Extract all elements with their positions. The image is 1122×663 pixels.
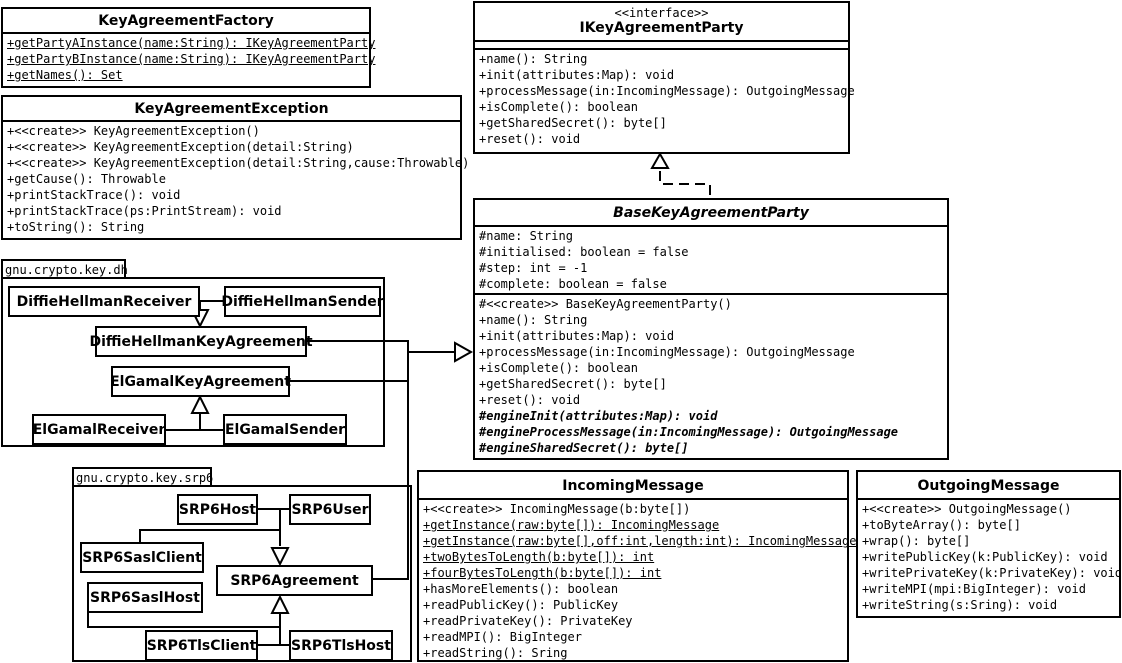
attribute: #complete: boolean = false bbox=[479, 277, 667, 291]
operation: +getPartyAInstance(name:String): IKeyAgr… bbox=[7, 36, 376, 50]
generalization-arrowhead-base bbox=[454, 341, 474, 363]
class-srp6-agreement: SRP6Agreement bbox=[216, 565, 373, 596]
srp6-gen-line-top bbox=[258, 508, 281, 546]
class-elgamal-receiver: ElGamalReceiver bbox=[32, 414, 166, 445]
attributes-compartment bbox=[475, 40, 848, 48]
operation: +readPublicKey(): PublicKey bbox=[423, 598, 619, 612]
class-diffie-hellman-key-agreement: DiffieHellmanKeyAgreement bbox=[89, 326, 313, 357]
operation: +writeMPI(mpi:BigInteger): void bbox=[862, 582, 1086, 596]
class-name: IncomingMessage bbox=[562, 478, 704, 494]
package-tab-srp6: gnu.crypto.key.srp6 bbox=[72, 467, 213, 487]
operations-compartment: +<<create>> OutgoingMessage() +toByteArr… bbox=[858, 498, 1122, 614]
class-outgoing-message: OutgoingMessage +<<create>> OutgoingMess… bbox=[856, 470, 1122, 618]
operation: +wrap(): byte[] bbox=[862, 534, 971, 548]
operation: +readPrivateKey(): PrivateKey bbox=[423, 614, 633, 628]
operation: +toByteArray(): byte[] bbox=[862, 518, 1021, 532]
interface-ikey-agreement-party: <<interface>> IKeyAgreementParty +name()… bbox=[473, 1, 855, 154]
class-diffie-hellman-receiver: DiffieHellmanReceiver bbox=[8, 286, 200, 317]
class-diffie-hellman-sender: DiffieHellmanSender bbox=[221, 286, 384, 317]
operation: #<<create>> BaseKeyAgreementParty() bbox=[479, 297, 732, 311]
static-operation: +twoBytesToLength(b:byte[]): int bbox=[423, 550, 655, 564]
attributes-compartment: #name: String #initialised: boolean = fa… bbox=[475, 225, 947, 293]
operation: +getNames(): Set bbox=[7, 68, 123, 82]
operations-compartment: +<<create>> KeyAgreementException() +<<c… bbox=[3, 120, 470, 236]
abstract-operation: #engineProcessMessage(in:IncomingMessage… bbox=[479, 425, 899, 439]
realization-line bbox=[659, 166, 711, 195]
class-key-agreement-factory: KeyAgreementFactory +getPartyAInstance(n… bbox=[1, 7, 376, 88]
operations-compartment: +getPartyAInstance(name:String): IKeyAgr… bbox=[3, 32, 376, 84]
operation: +processMessage(in:IncomingMessage): Out… bbox=[479, 345, 855, 359]
class-name: OutgoingMessage bbox=[917, 478, 1060, 494]
operation: +printStackTrace(ps:PrintStream): void bbox=[7, 204, 282, 218]
operation: +name(): String bbox=[479, 313, 588, 327]
operation: +reset(): void bbox=[479, 132, 581, 146]
static-operation: +fourBytesToLength(b:byte[]): int bbox=[423, 566, 662, 580]
class-incoming-message: IncomingMessage +<<create>> IncomingMess… bbox=[417, 470, 857, 662]
abstract-operation: #engineSharedSecret(): byte[] bbox=[479, 441, 689, 455]
class-name: IKeyAgreementParty bbox=[579, 20, 744, 36]
class-base-key-agreement-party: BaseKeyAgreementParty #name: String #ini… bbox=[473, 198, 949, 460]
class-srp6-sasl-host: SRP6SaslHost bbox=[87, 582, 203, 613]
operation: +writeString(s:Sring): void bbox=[862, 598, 1058, 612]
srp6-gen-line-bottom bbox=[87, 612, 280, 628]
srp6-gen-arrowhead-top bbox=[270, 547, 290, 567]
attribute: #name: String bbox=[479, 229, 573, 243]
operation: +init(attributes:Map): void bbox=[479, 329, 675, 343]
operation: +printStackTrace(): void bbox=[7, 188, 181, 202]
class-elgamal-key-agreement: ElGamalKeyAgreement bbox=[110, 366, 291, 397]
class-key-agreement-exception: KeyAgreementException +<<create>> KeyAgr… bbox=[1, 95, 470, 240]
operation: +readMPI(): BigInteger bbox=[423, 630, 582, 644]
operation: +hasMoreElements(): boolean bbox=[423, 582, 619, 596]
realization-arrowhead bbox=[650, 151, 670, 169]
operation: +<<create>> KeyAgreementException(detail… bbox=[7, 140, 354, 154]
class-srp6-sasl-client: SRP6SaslClient bbox=[80, 542, 204, 573]
package-tab-dh: gnu.crypto.key.dh bbox=[1, 259, 128, 279]
srp6-gen-arrowhead-bottom bbox=[270, 594, 290, 614]
generalization-line-dh bbox=[307, 340, 409, 580]
class-name: KeyAgreementFactory bbox=[98, 13, 274, 29]
stereotype-label: <<interface>> bbox=[614, 6, 709, 20]
operation: +getPartyBInstance(name:String): IKeyAgr… bbox=[7, 52, 376, 66]
class-srp6-tls-host: SRP6TlsHost bbox=[289, 630, 393, 661]
class-name: BaseKeyAgreementParty bbox=[613, 205, 809, 221]
class-srp6-user: SRP6User bbox=[289, 494, 371, 525]
attribute: #step: int = -1 bbox=[479, 261, 588, 275]
operation: +<<create>> KeyAgreementException(detail… bbox=[7, 156, 470, 170]
operation: +name(): String bbox=[479, 52, 588, 66]
operation: +isComplete(): boolean bbox=[479, 361, 638, 375]
operation: +writePrivateKey(k:PrivateKey): void bbox=[862, 566, 1122, 580]
operations-compartment: #<<create>> BaseKeyAgreementParty() +nam… bbox=[475, 293, 947, 457]
class-name: KeyAgreementException bbox=[134, 101, 329, 117]
operation: +init(attributes:Map): void bbox=[479, 68, 675, 82]
operation: +<<create>> OutgoingMessage() bbox=[862, 502, 1072, 516]
operation: +toString(): String bbox=[7, 220, 145, 234]
elgamal-gen-arrowhead bbox=[190, 394, 210, 414]
attribute: #initialised: boolean = false bbox=[479, 245, 689, 259]
operation: +getCause(): Throwable bbox=[7, 172, 166, 186]
interface-header: <<interface>> IKeyAgreementParty bbox=[475, 3, 848, 40]
class-elgamal-sender: ElGamalSender bbox=[223, 414, 347, 445]
class-srp6-host: SRP6Host bbox=[177, 494, 258, 525]
operation: +processMessage(in:IncomingMessage): Out… bbox=[479, 84, 855, 98]
operation: +readString(): Sring bbox=[423, 646, 568, 660]
operation: +<<create>> KeyAgreementException() bbox=[7, 124, 260, 138]
operations-compartment: +name(): String +init(attributes:Map): v… bbox=[475, 48, 855, 148]
abstract-operation: #engineInit(attributes:Map): void bbox=[479, 409, 718, 423]
operation: +isComplete(): boolean bbox=[479, 100, 638, 114]
operation: +writePublicKey(k:PublicKey): void bbox=[862, 550, 1108, 564]
static-operation: +getInstance(raw:byte[]): IncomingMessag… bbox=[423, 518, 720, 532]
srp6-gen-line-sasl bbox=[139, 529, 280, 543]
class-srp6-tls-client: SRP6TlsClient bbox=[145, 630, 258, 661]
operations-compartment: +<<create>> IncomingMessage(b:byte[]) +g… bbox=[419, 498, 857, 662]
operation: +getSharedSecret(): byte[] bbox=[479, 116, 667, 130]
static-operation: +getInstance(raw:byte[],off:int,length:i… bbox=[423, 534, 857, 548]
operation: +reset(): void bbox=[479, 393, 581, 407]
operation: +getSharedSecret(): byte[] bbox=[479, 377, 667, 391]
operation: +<<create>> IncomingMessage(b:byte[]) bbox=[423, 502, 691, 516]
